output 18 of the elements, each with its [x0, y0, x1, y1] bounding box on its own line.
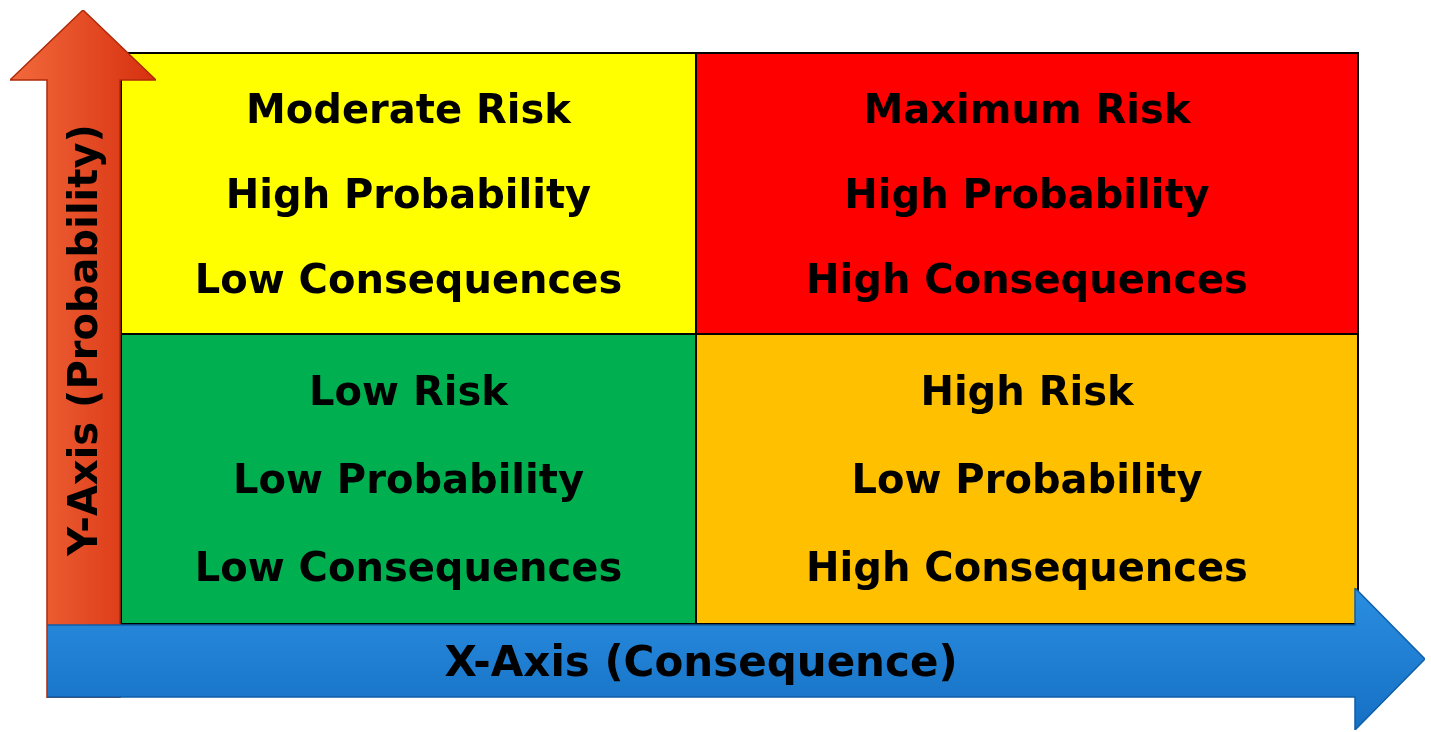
quadrant-text: Low Probability: [851, 455, 1203, 504]
quadrant-text: High Consequences: [806, 543, 1248, 592]
risk-quadrant: [120, 333, 697, 625]
quadrant-heading: Moderate Risk: [246, 84, 571, 134]
quadrant-text: Low Consequences: [194, 254, 623, 304]
risk-quadrant: [695, 52, 1359, 335]
quadrant-heading: Low Risk: [309, 367, 508, 416]
quadrant-heading: Maximum Risk: [863, 84, 1191, 134]
quadrant-text: High Probability: [844, 169, 1210, 219]
quadrant-text: High Probability: [225, 169, 592, 219]
quadrant-heading: High Risk: [920, 367, 1134, 416]
quadrant-text: High Consequences: [806, 254, 1248, 304]
risk-quadrant: [120, 52, 697, 335]
quadrant-text: Low Consequences: [194, 543, 623, 592]
axis-label: X-Axis (Consequence): [444, 635, 958, 688]
quadrant-text: Low Probability: [233, 455, 584, 504]
risk-quadrant: [695, 333, 1359, 625]
axis-label: Y-Axis (Probability): [59, 124, 107, 556]
